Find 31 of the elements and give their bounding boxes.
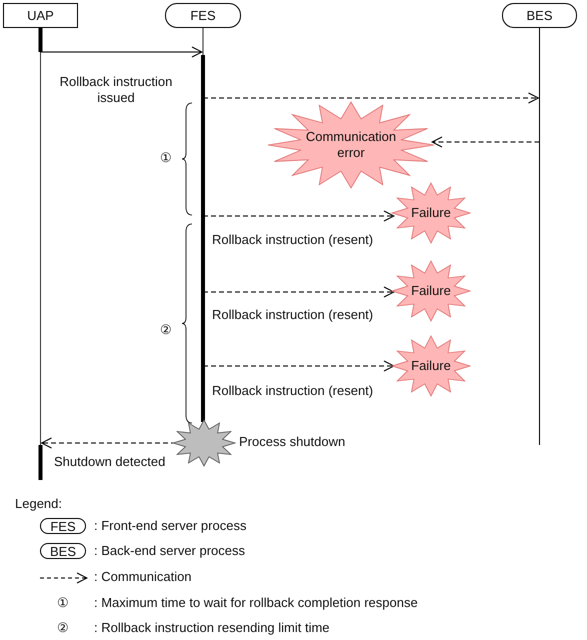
edge-label: Rollback instruction (resent) bbox=[212, 307, 374, 323]
message-arrow bbox=[432, 136, 540, 148]
node-label: Failure bbox=[411, 205, 451, 221]
node-label: Failure bbox=[411, 358, 451, 374]
brace-number: ② bbox=[160, 322, 172, 338]
legend-title: Legend: bbox=[15, 496, 62, 512]
node-caption: Process shutdown bbox=[239, 434, 346, 450]
legend-symbol: ① bbox=[57, 595, 69, 611]
legend-symbol: ② bbox=[57, 620, 69, 636]
edge-label: Shutdown detected bbox=[54, 454, 166, 470]
message-arrow bbox=[202, 92, 539, 104]
legend-text: : Communication bbox=[94, 569, 192, 585]
message-arrow bbox=[202, 360, 394, 372]
node-label: Communication error bbox=[304, 129, 398, 161]
message-arrow bbox=[40, 46, 202, 58]
legend-process-symbol: BES bbox=[40, 543, 86, 559]
node-label: UAP bbox=[27, 8, 54, 24]
legend-process-symbol: FES bbox=[40, 518, 86, 534]
node-label: FES bbox=[190, 8, 216, 24]
edge-label: Rollback instruction (resent) bbox=[212, 383, 374, 399]
edge-label: Rollback instruction (resent) bbox=[212, 232, 374, 248]
node-label: BES bbox=[526, 8, 552, 24]
message-arrow bbox=[202, 210, 394, 222]
brace-number: ① bbox=[160, 150, 172, 166]
legend-text: : Rollback instruction resending limit time bbox=[94, 620, 330, 636]
legend-text: : Maximum time to wait for rollback completion response bbox=[94, 595, 418, 611]
message-arrow bbox=[202, 286, 394, 298]
node-label: Failure bbox=[411, 283, 451, 299]
legend-text: : Back-end server process bbox=[94, 543, 246, 559]
legend-text: : Front-end server process bbox=[94, 518, 246, 534]
edge-label: Rollback instruction issued bbox=[58, 74, 174, 106]
